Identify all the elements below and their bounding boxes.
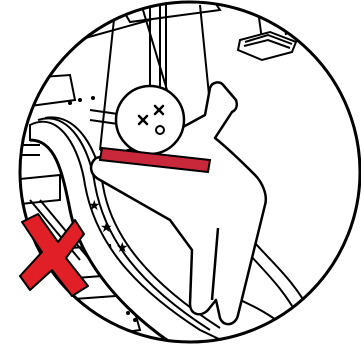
head <box>116 86 184 154</box>
svg-text:★: ★ <box>100 220 113 236</box>
svg-text:★: ★ <box>88 198 101 214</box>
svg-text:★: ★ <box>116 240 129 256</box>
